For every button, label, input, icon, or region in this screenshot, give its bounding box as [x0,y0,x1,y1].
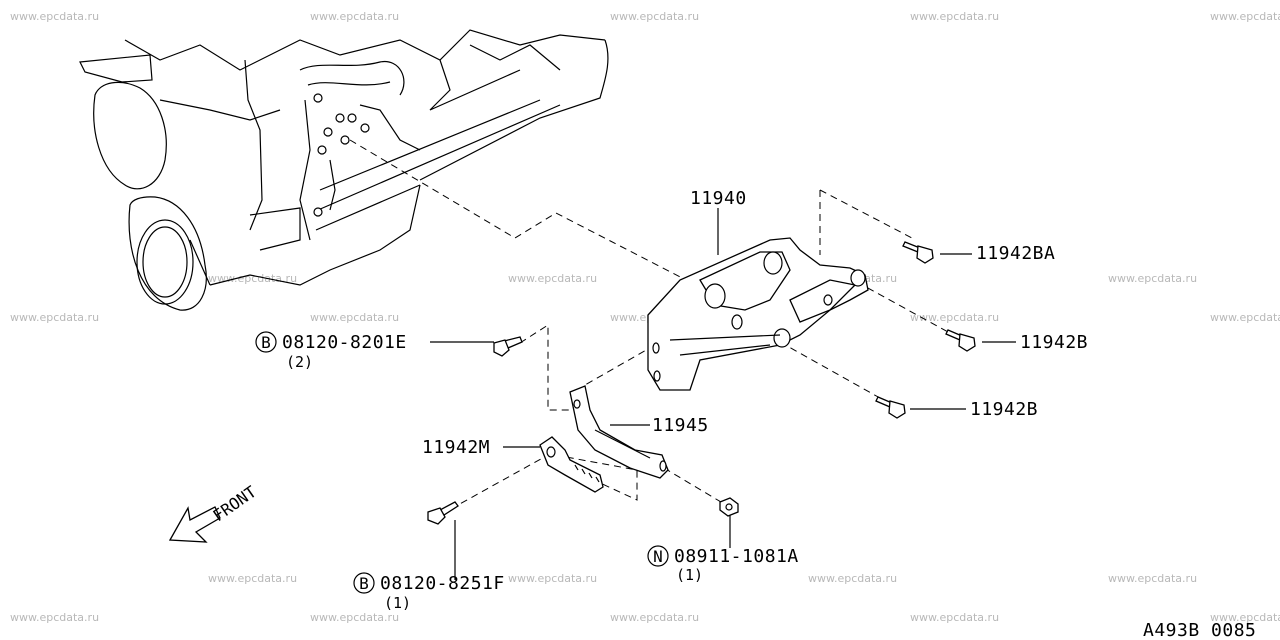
watermark: www.epcdata.ru [1210,10,1280,23]
watermark: www.epcdata.ru [910,311,999,324]
callout-leaders [430,208,1016,580]
watermark: www.epcdata.ru [310,611,399,624]
watermark: www.epcdata.ru [508,272,597,285]
quantity: (1) [676,566,703,584]
label-11945[interactable]: 11945 [652,415,709,436]
front-direction-indicator: FRONT [168,482,260,543]
watermark: www.epcdata.ru [310,311,399,324]
watermark: www.epcdata.ru [910,611,999,624]
bolt-prefix: B [261,333,271,352]
watermark: www.epcdata.ru [310,10,399,23]
part-number: 08120-8201E [282,332,407,353]
label-11940[interactable]: 11940 [690,188,747,209]
diagram-code: A493B 0085 [1143,620,1256,640]
bolt-08120-8201e-icon[interactable] [493,336,523,357]
watermark: www.epcdata.ru [10,611,99,624]
engine-block-illustration [79,29,609,311]
label-11942m[interactable]: 11942M [422,437,490,458]
fasteners [427,241,976,525]
watermark: www.epcdata.ru [1108,272,1197,285]
watermark: www.epcdata.ru [1210,311,1280,324]
bolt-circle-icon [353,572,375,594]
watermark: www.epcdata.ru [610,611,699,624]
bolt-11942ba-icon[interactable] [902,241,934,264]
bolt-prefix: B [359,574,369,593]
watermark: www.epcdata.ru [508,572,597,585]
label-11942b-upper[interactable]: 11942B [1020,332,1088,353]
label-11942b-lower[interactable]: 11942B [970,399,1038,420]
front-label: FRONT [209,482,260,525]
assembly-dashed-lines [349,139,949,516]
watermark: www.epcdata.ru [1210,611,1280,624]
watermark: www.epcdata.ru [208,272,297,285]
label-11942ba[interactable]: 11942BA [976,243,1055,264]
watermark: www.epcdata.ru [910,10,999,23]
part-number: 08911-1081A [674,546,799,567]
watermark: www.epcdata.ru [1108,572,1197,585]
part-labels: 11940 11942BA 11942B 11942B 11945 11942M… [255,188,1088,612]
stud-bolt-bracket[interactable] [539,436,604,493]
label-08120-8201e[interactable]: B 08120-8201E (2) [255,331,407,371]
watermark: www.epcdata.ru [208,572,297,585]
engine-mount-bracket[interactable] [647,237,869,391]
part-number: 08120-8251F [380,573,505,594]
watermark-layer: www.epcdata.ru www.epcdata.ru www.epcdat… [10,10,1280,624]
bolt-11942b-lower-icon[interactable] [875,396,906,419]
support-stay[interactable] [569,385,669,479]
label-08120-8251f[interactable]: B 08120-8251F (1) [353,572,505,612]
watermark: www.epcdata.ru [610,10,699,23]
nut-prefix: N [653,547,663,566]
bolt-08120-8251f-icon[interactable] [427,501,459,525]
front-arrow-icon [168,506,221,543]
nut-circle-icon [647,545,669,567]
label-08911-1081a[interactable]: N 08911-1081A (1) [647,545,799,584]
quantity: (2) [286,353,313,371]
watermark: www.epcdata.ru [10,10,99,23]
watermark: www.epcdata.ru [10,311,99,324]
watermark: www.epcdata.ru [808,572,897,585]
bolt-11942b-upper-icon[interactable] [945,329,976,352]
bolt-circle-icon [255,331,277,353]
quantity: (1) [384,594,411,612]
nut-08911-1081a-icon[interactable] [719,497,739,517]
